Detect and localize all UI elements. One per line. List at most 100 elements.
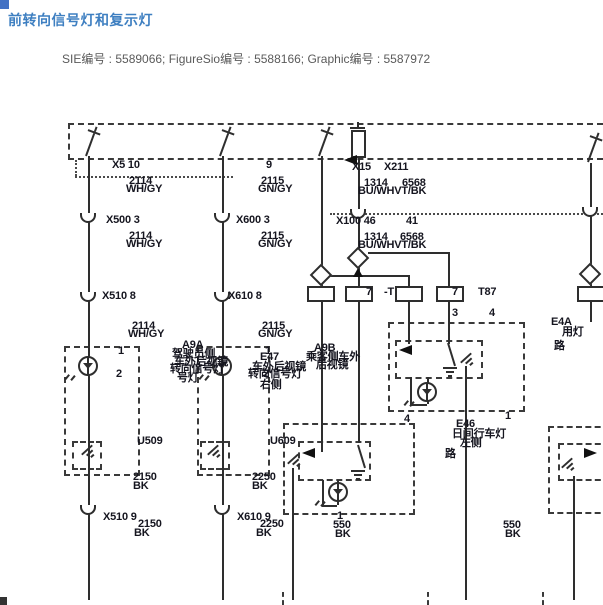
wire-2115: 2115	[261, 230, 285, 242]
wire-segment	[410, 404, 427, 406]
a9b-text: 后视镜	[316, 359, 349, 371]
e47-text: 车外后视镜	[252, 361, 306, 373]
connector-x510-9: X510 9	[103, 511, 137, 523]
terminal-frag-t: -T	[384, 286, 394, 298]
wire-2115: 2115	[262, 320, 286, 332]
wire-segment	[408, 300, 410, 344]
connector-x211: X211	[384, 161, 409, 173]
module-dashed-edge	[68, 123, 70, 160]
wire-segment	[590, 282, 592, 287]
wire-segment	[368, 252, 448, 254]
connector-arc-icon	[80, 292, 96, 302]
wire-segment	[410, 377, 412, 404]
wire-color-gngy: GN/GY	[258, 328, 293, 340]
connector-arc-icon	[80, 505, 96, 515]
wire-color-gngy: GN/GY	[258, 238, 293, 250]
wire-color-bk: BK	[505, 528, 521, 540]
lamp-icon	[328, 482, 348, 502]
e47-text: 转向信号灯	[248, 368, 302, 380]
dashed-box-stub	[282, 592, 284, 605]
connector-x100-46: X100 46	[336, 215, 376, 227]
switch-icon	[219, 133, 230, 157]
top-left-corner-mark	[0, 0, 9, 9]
wire-segment	[88, 156, 90, 600]
dashed-box-stub	[542, 592, 544, 605]
wire-color-bk: BK	[252, 480, 268, 492]
component-a9b: A9B	[314, 342, 336, 354]
terminal-frag-7: 7	[366, 286, 372, 298]
terminal-rect-icon	[577, 286, 603, 302]
wire-2114: 2114	[132, 320, 156, 332]
wire-segment	[321, 300, 323, 452]
pin-41: 41	[406, 215, 418, 227]
module-dashed-box	[395, 340, 483, 379]
connector-x600-3: X600 3	[236, 214, 270, 226]
pin-9: 9	[266, 159, 272, 171]
pin-2: 2	[116, 368, 122, 380]
module-dashed-box	[283, 423, 415, 515]
junction-diamond-icon	[309, 263, 333, 287]
connector-x610-8: X610 8	[228, 290, 262, 302]
wire-color-buwhvtbk: BU/WHVT/BK	[358, 239, 427, 251]
wire-segment	[330, 275, 408, 277]
wire-segment	[408, 275, 410, 287]
wire-segment	[448, 252, 450, 287]
wire-2114: 2114	[129, 175, 153, 187]
wire-2250: 2250	[252, 471, 276, 483]
terminal-t87: T87	[478, 286, 497, 298]
connector-x5-10: X5 10	[112, 159, 140, 171]
pin-1: 1	[118, 345, 124, 357]
wire-segment	[321, 156, 323, 287]
component-e47: E47	[260, 351, 279, 363]
wire-segment	[322, 505, 337, 507]
connector-arc-icon	[214, 213, 230, 223]
lamp-icon	[417, 382, 437, 402]
lamp-icon	[212, 356, 232, 376]
connector-x15: X15	[352, 161, 371, 173]
wire-segment	[358, 156, 360, 251]
lamp-icon	[78, 356, 98, 376]
switch-icon	[318, 133, 329, 157]
module-dashed-box	[388, 322, 525, 412]
wire-color-whgy: WH/GY	[126, 183, 163, 195]
pin-1: 1	[505, 410, 511, 422]
module-dashed-box	[558, 443, 603, 481]
earth-ground-icon	[443, 367, 457, 377]
arrow-right-icon	[584, 448, 597, 458]
a9a-text: 车外后视镜	[174, 356, 228, 368]
component-e46: E46	[456, 418, 475, 430]
pin-2: 2	[263, 368, 269, 380]
module-dashed-box	[200, 441, 230, 470]
a9b-text: 乘客侧车外	[306, 351, 360, 363]
wire-segment	[358, 300, 360, 443]
wire-1314: 1314	[364, 231, 388, 243]
e4a-text: 路	[554, 340, 565, 352]
connector-arc-icon	[80, 213, 96, 223]
wire-2114: 2114	[129, 230, 153, 242]
wire-6568: 6568	[400, 231, 424, 243]
wire-segment	[590, 300, 592, 322]
dashed-box-stub	[427, 592, 429, 605]
terminal-frag-7: 7	[452, 286, 458, 298]
pin-1: 1	[337, 510, 343, 522]
a9a-text: 号灯	[177, 372, 199, 384]
terminal-rect-icon	[395, 286, 423, 302]
module-dashed-box	[298, 441, 371, 481]
page-subtitle: SIE编号 : 5589066; FigureSio编号 : 5588166; …	[62, 52, 431, 66]
arrow-up-icon	[353, 268, 363, 277]
wire-2250: 2250	[260, 518, 284, 530]
wire-color-gngy: GN/GY	[258, 183, 293, 195]
a9a-text: 转向信号灯	[170, 363, 224, 375]
ground-u509: U509	[137, 435, 163, 447]
switch-icon	[85, 133, 96, 157]
wire-segment	[573, 476, 575, 600]
junction-diamond-icon	[578, 262, 602, 286]
wire-1314: 1314	[364, 177, 388, 189]
wire-550: 550	[333, 519, 351, 531]
terminal-rect-icon	[345, 286, 373, 302]
wire-2115: 2115	[261, 175, 285, 187]
pin-3: 3	[452, 307, 458, 319]
wire-6568: 6568	[402, 177, 426, 189]
wire-color-bk: BK	[335, 528, 351, 540]
connector-arc-icon	[582, 207, 598, 217]
